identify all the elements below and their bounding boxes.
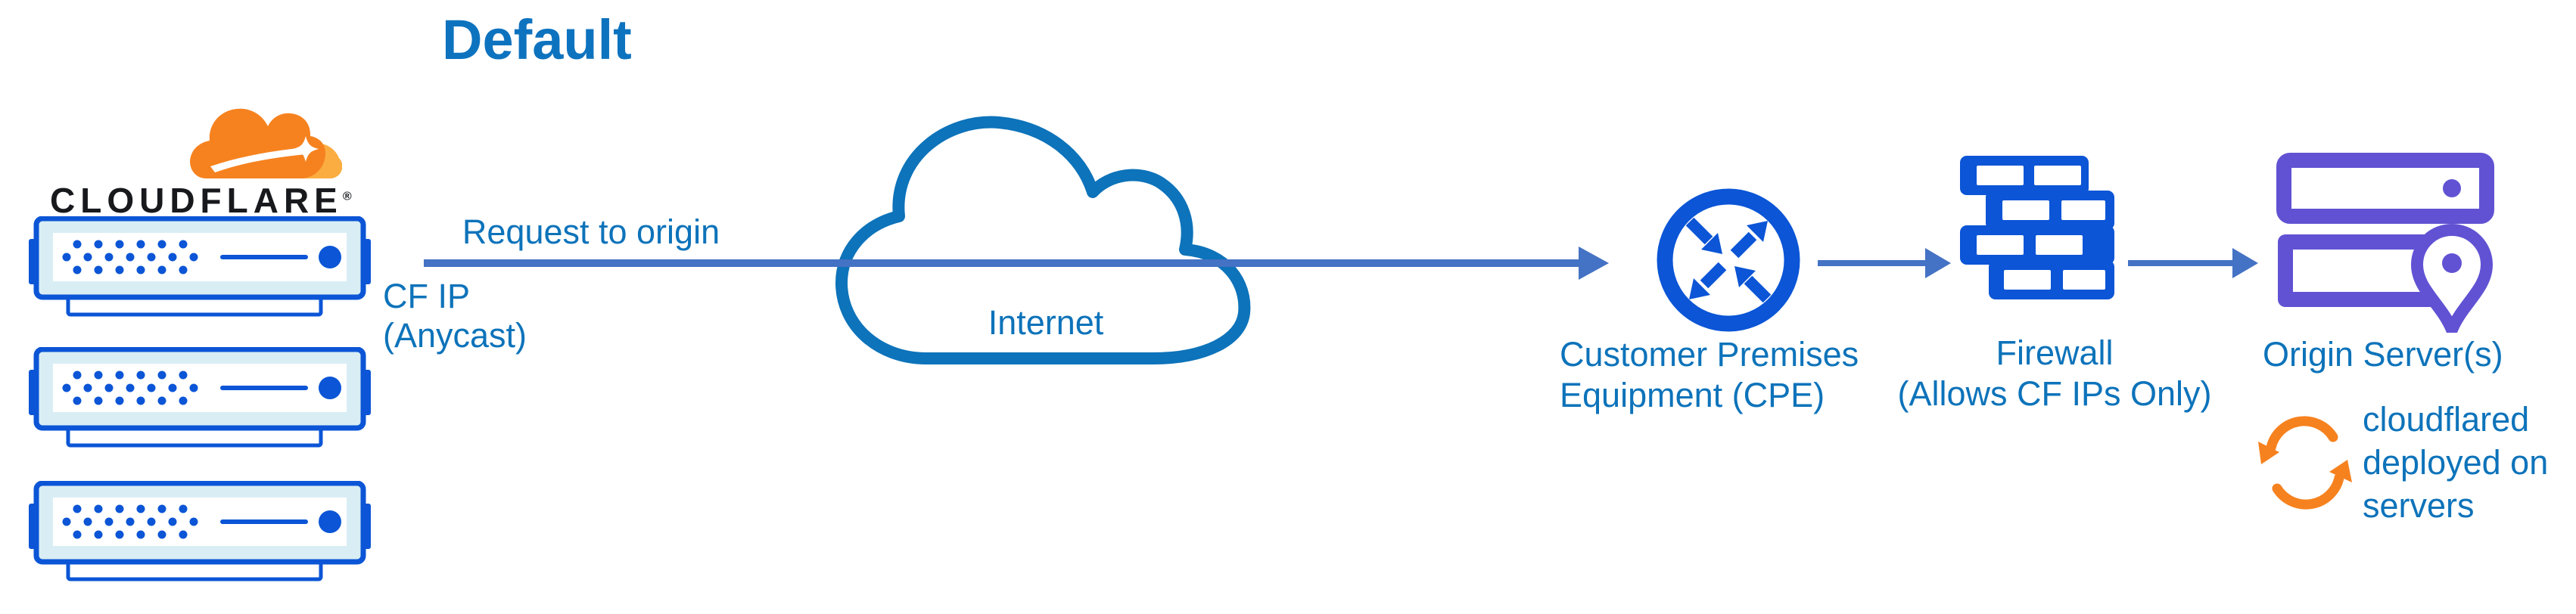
- cpe-to-firewall-arrow-line: [1818, 260, 1925, 266]
- internet-label: Internet: [988, 303, 1104, 342]
- cf-ip-anycast-label: CF IP (Anycast): [383, 277, 527, 355]
- cloudflare-logo-cloud-icon: [190, 108, 342, 179]
- cf-ip-line2: (Anycast): [383, 316, 527, 355]
- server-icon: [29, 481, 371, 581]
- cpe-label-line2: Equipment (CPE): [1560, 376, 1825, 414]
- cloudflare-wordmark: CLOUDFLARE®: [50, 180, 352, 221]
- request-arrowhead-icon: [1579, 247, 1609, 280]
- cloudflared-label-line3: servers: [2363, 486, 2475, 525]
- firewall-label-line2: (Allows CF IPs Only): [1897, 374, 2212, 413]
- location-pin-icon: [2411, 224, 2493, 333]
- cpe-label-line1: Customer Premises: [1560, 335, 1859, 374]
- cpe-router-icon: [1657, 188, 1800, 332]
- page-title: Default: [442, 8, 632, 71]
- registered-mark: ®: [342, 190, 352, 203]
- cf-ip-line1: CF IP: [383, 277, 471, 315]
- sync-arrows-icon: [2258, 416, 2352, 510]
- request-arrow-line: [424, 259, 1580, 267]
- cloudflare-wordmark-text: CLOUDFLARE: [50, 181, 343, 220]
- firewall-brick-icon: [1960, 156, 2114, 299]
- cloudflared-label-line2: deployed on: [2363, 443, 2549, 482]
- internet-cloud-icon: [835, 116, 1251, 364]
- origin-servers-icon: [2276, 153, 2494, 333]
- firewall-to-origin-arrow-line: [2128, 260, 2232, 266]
- firewall-label-line1: Firewall: [1996, 333, 2114, 372]
- cpe-label: Customer Premises Equipment (CPE): [1560, 334, 1859, 416]
- origin-servers-label: Origin Server(s): [2263, 335, 2503, 374]
- cloudflared-label: cloudflared deployed on servers: [2363, 398, 2548, 527]
- server-icon: [29, 216, 371, 317]
- firewall-to-origin-arrowhead-icon: [2232, 248, 2258, 278]
- server-icon: [29, 347, 371, 448]
- cpe-to-firewall-arrowhead-icon: [1925, 248, 1951, 278]
- firewall-label: Firewall (Allows CF IPs Only): [1888, 333, 2221, 414]
- request-to-origin-label: Request to origin: [462, 212, 720, 251]
- cloudflared-label-line1: cloudflared: [2363, 400, 2530, 439]
